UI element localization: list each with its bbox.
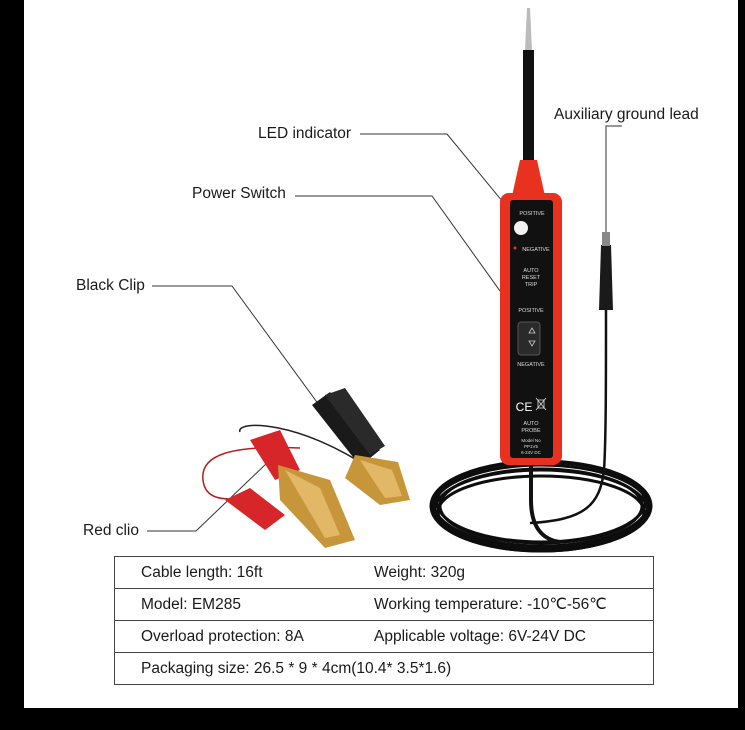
leader-lines bbox=[147, 125, 622, 532]
spec-model: Model: EM285 bbox=[114, 588, 348, 621]
callout-led-indicator: LED indicator bbox=[258, 125, 352, 142]
probe-cable bbox=[529, 465, 561, 544]
leader-power bbox=[295, 195, 529, 331]
black-clip bbox=[312, 388, 410, 505]
probe-positive-top: POSITIVE bbox=[519, 211, 545, 217]
spec-table: Cable length: 16ft Weight: 320g Model: E… bbox=[114, 556, 654, 685]
leader-black-clip bbox=[152, 285, 331, 421]
probe-model-1: Model No bbox=[521, 438, 541, 443]
negative-led-dot bbox=[513, 246, 517, 250]
probe-positive-switch: POSITIVE bbox=[518, 308, 544, 314]
spec-row: Cable length: 16ft Weight: 320g bbox=[114, 556, 654, 589]
probe-negative-switch: NEGATIVE bbox=[517, 362, 545, 368]
probe-model-2: PP1V5 bbox=[524, 444, 539, 449]
spec-packaging-size: Packaging size: 26.5 * 9 * 4cm(10.4* 3.5… bbox=[114, 652, 654, 685]
bin-icon bbox=[535, 397, 547, 411]
probe-reset-label: RESET bbox=[522, 275, 541, 281]
spec-applicable-voltage: Applicable voltage: 6V-24V DC bbox=[348, 620, 654, 653]
coiled-cable bbox=[429, 459, 653, 553]
aux-ground-lead bbox=[529, 232, 613, 525]
spec-row: Model: EM285 Working temperature: -10℃-5… bbox=[114, 588, 654, 621]
spec-cable-length: Cable length: 16ft bbox=[114, 556, 348, 589]
spec-overload-protection: Overload protection: 8A bbox=[114, 620, 348, 653]
probe-auto-probe-2: PROBE bbox=[521, 428, 541, 434]
spec-working-temperature: Working temperature: -10℃-56℃ bbox=[348, 588, 654, 621]
callout-power-switch: Power Switch bbox=[192, 185, 286, 202]
spec-row: Packaging size: 26.5 * 9 * 4cm(10.4* 3.5… bbox=[114, 652, 654, 685]
red-clip bbox=[225, 430, 355, 548]
callout-black-clip: Black Clip bbox=[76, 277, 145, 294]
callout-red-clip: Red clio bbox=[83, 522, 139, 539]
probe-trip-label: TRIP bbox=[525, 282, 538, 288]
ce-mark: CE bbox=[516, 400, 533, 414]
spec-row: Overload protection: 8A Applicable volta… bbox=[114, 620, 654, 653]
leader-aux bbox=[605, 125, 622, 232]
spec-weight: Weight: 320g bbox=[348, 556, 654, 589]
probe-body bbox=[500, 8, 562, 465]
probe-auto-probe-1: AUTO bbox=[523, 421, 539, 427]
probe-negative-top: NEGATIVE bbox=[522, 247, 550, 253]
probe-auto-label: AUTO bbox=[523, 268, 539, 274]
probe-model-3: 6-24V DC bbox=[521, 450, 542, 455]
red-wire bbox=[202, 446, 301, 500]
callout-aux-ground-lead: Auxiliary ground lead bbox=[554, 106, 699, 123]
switch-arrows-icon bbox=[528, 327, 536, 347]
leader-red-clip bbox=[147, 461, 269, 532]
black-wire bbox=[239, 424, 373, 471]
leader-led bbox=[360, 133, 513, 214]
